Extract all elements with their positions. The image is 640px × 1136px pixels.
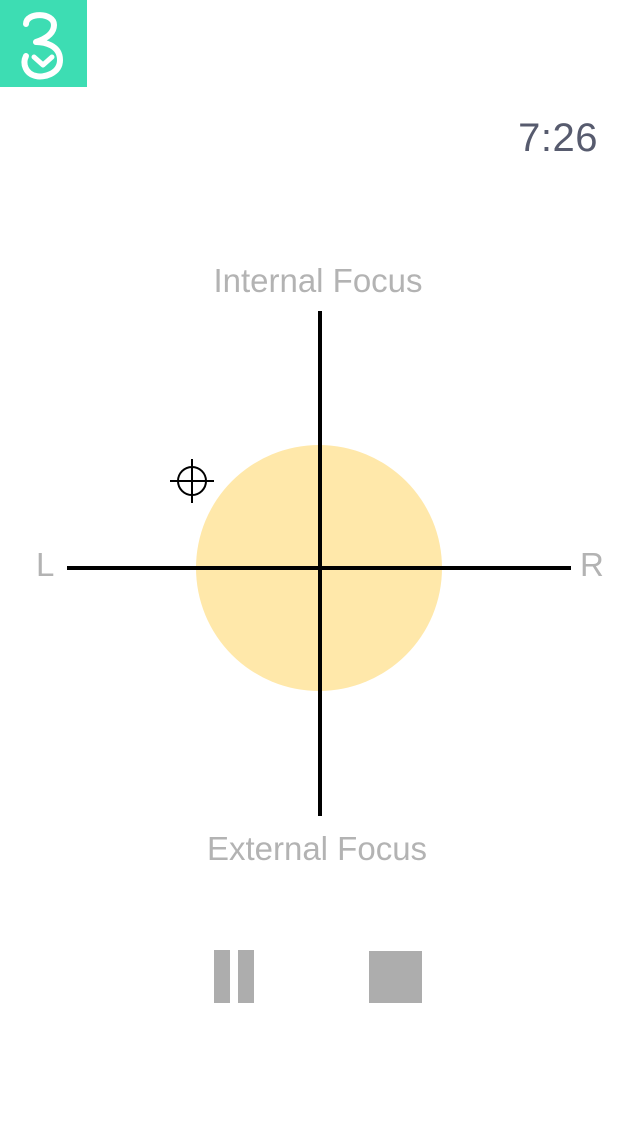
internal-focus-label: Internal Focus <box>213 262 423 299</box>
pause-button[interactable] <box>214 950 254 1003</box>
right-label: R <box>580 546 604 583</box>
external-focus-label: External Focus <box>206 830 428 867</box>
crosshair-icon[interactable] <box>168 457 216 505</box>
app-logo-icon <box>21 12 63 80</box>
stop-icon <box>369 951 422 1003</box>
vertical-axis <box>318 311 322 816</box>
stop-button[interactable] <box>369 951 422 1003</box>
left-label: L <box>36 546 55 583</box>
session-timer: 7:26 <box>518 116 598 160</box>
app-logo <box>0 0 87 87</box>
